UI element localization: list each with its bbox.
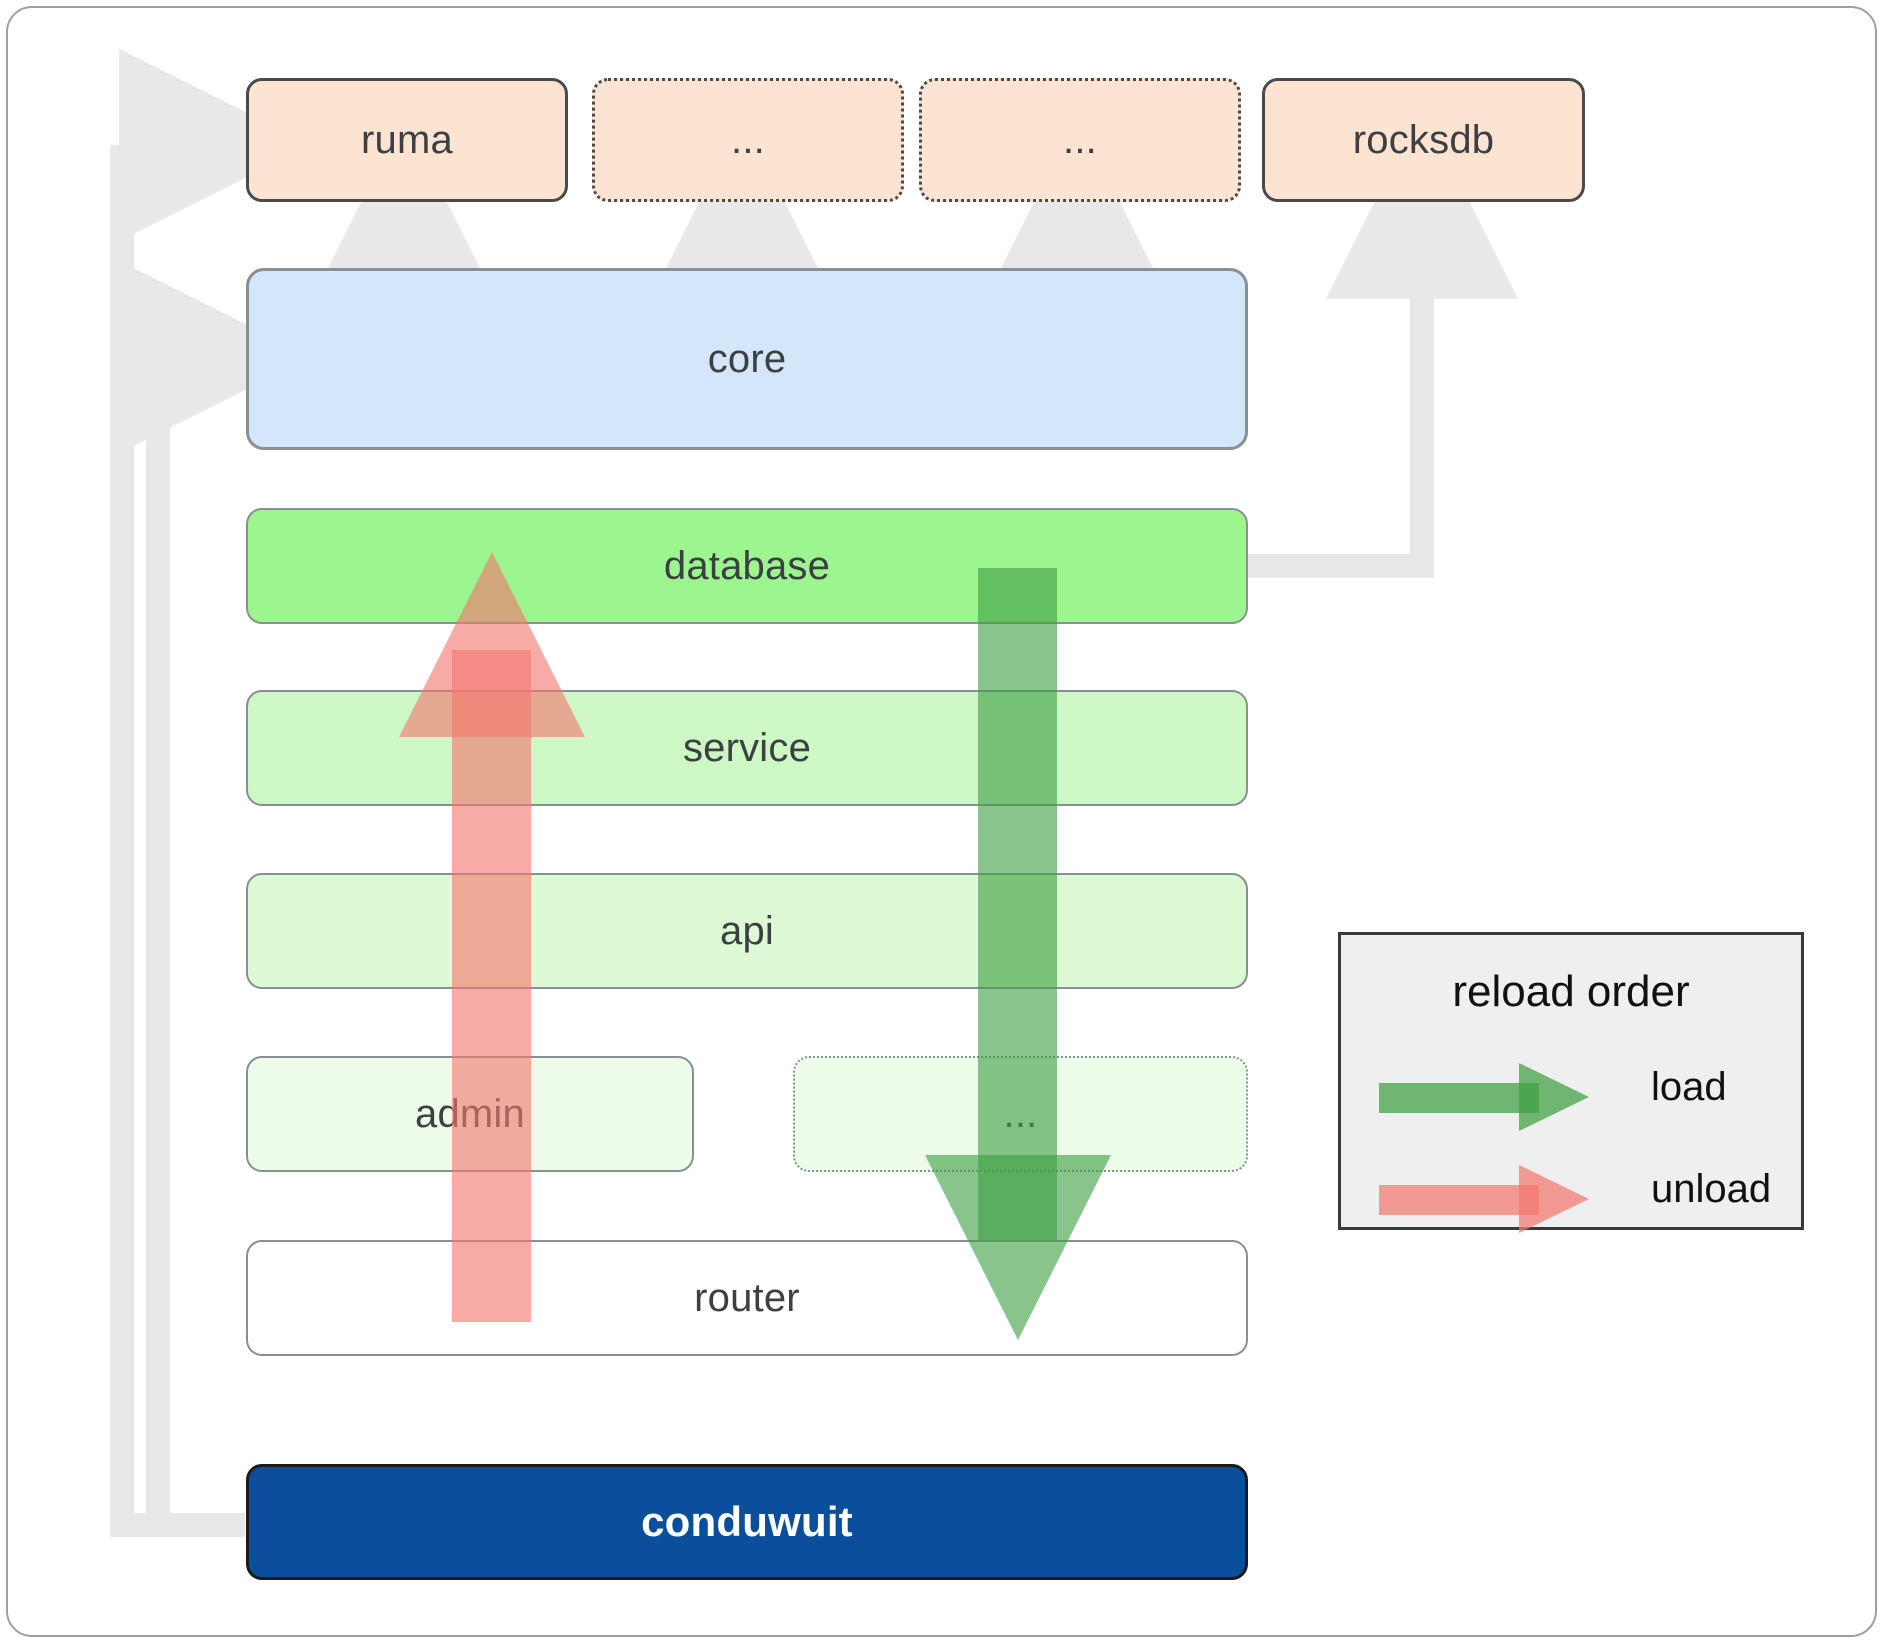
- layer-database-label: database: [663, 543, 831, 588]
- crate-placeholder-2[interactable]: ...: [919, 78, 1241, 202]
- layer-api-label: api: [720, 908, 774, 953]
- legend-title: reload order: [1452, 967, 1690, 1016]
- diagram-frame: [6, 6, 1877, 1637]
- crate-rocksdb[interactable]: rocksdb: [1262, 78, 1585, 202]
- layer-router[interactable]: router: [246, 1240, 1248, 1356]
- crate-ruma[interactable]: ruma: [246, 78, 568, 202]
- legend-row-load: load: [1341, 1051, 1801, 1143]
- layer-admin-label: admin: [415, 1091, 525, 1136]
- layer-service-label: service: [682, 725, 812, 770]
- unload-legend-icon: [1379, 1165, 1589, 1233]
- layer-database[interactable]: database: [246, 508, 1248, 624]
- layer-core[interactable]: core: [246, 268, 1248, 450]
- crate-placeholder-2-label: ...: [1063, 117, 1097, 162]
- layer-service[interactable]: service: [246, 690, 1248, 806]
- crate-ruma-label: ruma: [361, 117, 453, 162]
- layer-admin[interactable]: admin: [246, 1056, 694, 1172]
- crate-rocksdb-label: rocksdb: [1352, 117, 1495, 162]
- crate-placeholder-1-label: ...: [731, 117, 765, 162]
- layer-core-label: core: [707, 336, 787, 381]
- layer-api[interactable]: api: [246, 873, 1248, 989]
- legend-row-unload: unload: [1341, 1153, 1801, 1245]
- binary-conduwuit[interactable]: conduwuit: [246, 1464, 1248, 1580]
- legend-label-unload: unload: [1651, 1167, 1772, 1211]
- layer-placeholder-label: ...: [1003, 1091, 1038, 1136]
- crate-placeholder-1[interactable]: ...: [592, 78, 904, 202]
- layer-placeholder[interactable]: ...: [793, 1056, 1248, 1172]
- load-legend-icon: [1379, 1063, 1589, 1131]
- layer-router-label: router: [694, 1275, 800, 1320]
- legend-panel: reload order load unload: [1338, 932, 1804, 1233]
- binary-conduwuit-label: conduwuit: [641, 1498, 853, 1545]
- legend-label-load: load: [1651, 1065, 1727, 1109]
